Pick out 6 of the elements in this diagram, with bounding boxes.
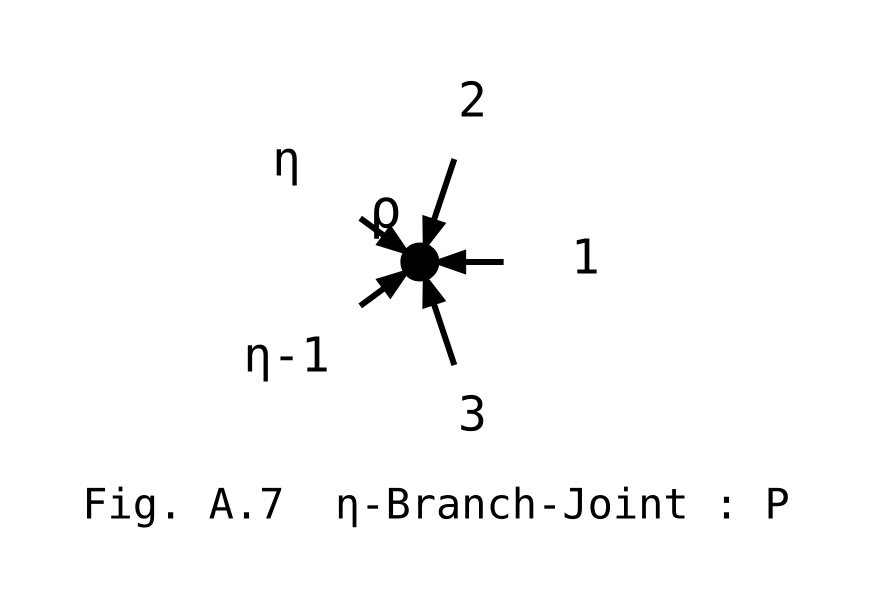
node-text: 2	[458, 72, 487, 128]
node-text: η-1	[243, 326, 330, 383]
node-text: 3	[458, 386, 487, 442]
node-text: 1	[571, 228, 600, 285]
caption: Fig. A.7 η-Branch-Joint : P	[82, 479, 790, 528]
node-text: η	[272, 130, 301, 187]
